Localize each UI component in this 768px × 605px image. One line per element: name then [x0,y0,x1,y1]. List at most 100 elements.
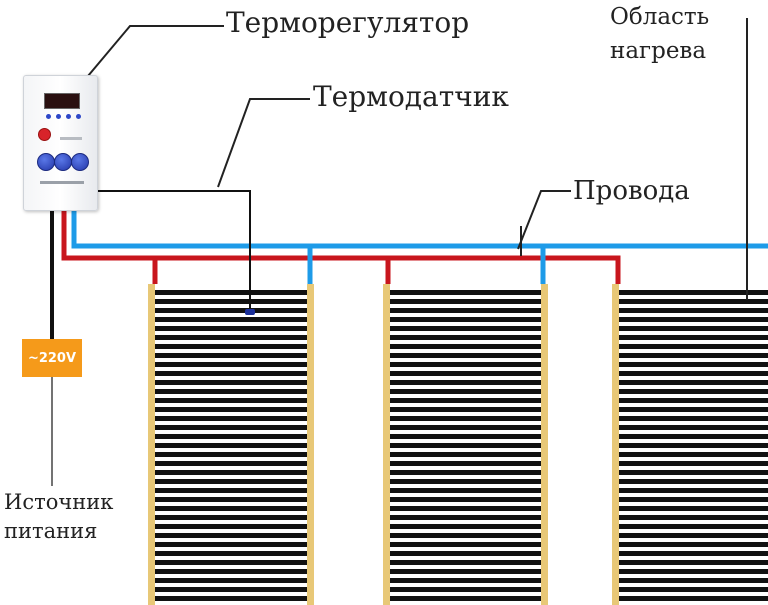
heating-stripe [155,479,307,484]
sensor-label: Термодатчик [313,80,509,113]
heating-stripe [390,416,541,421]
heating-stripe [155,533,307,538]
heating-film-panel-3 [612,284,768,605]
thermostat-logo [60,137,82,140]
heating-stripe [619,308,768,313]
heating-film-stripes [619,290,768,601]
heating-stripe [155,569,307,574]
heating-stripe [155,389,307,394]
heating-stripe [619,335,768,340]
heating-stripe [155,515,307,520]
film-edge-right [307,284,314,605]
heating-stripe [155,578,307,583]
heating-stripe [155,362,307,367]
heating-stripe [619,371,768,376]
heating-stripe [619,569,768,574]
heating-stripe [619,425,768,430]
indicator-dot [66,114,71,119]
wires-label: Провода [573,176,690,206]
heating-stripe [390,353,541,358]
neutral-wire [71,208,768,249]
heating-stripe [390,461,541,466]
film-edge-left [612,284,619,605]
heating-stripe [390,488,541,493]
heating-film-panel-2 [383,284,548,605]
heating-stripe [390,317,541,322]
indicator-dot [46,114,51,119]
heating-stripe [619,542,768,547]
thermostat-power-button [38,128,51,141]
temperature-sensor [245,309,255,315]
thermostat-device [23,75,98,211]
heating-stripe [155,326,307,331]
heating-stripe [390,506,541,511]
wires-leader-line [517,190,571,250]
thermostat-leader-line [87,25,224,77]
heating-stripe [619,344,768,349]
thermostat-control-button [71,153,89,171]
heating-stripe [155,596,307,601]
heating-stripe [390,560,541,565]
heating-stripe [155,344,307,349]
heating-stripe [390,578,541,583]
heating-film-panel-1 [148,284,314,605]
heating-stripe [619,398,768,403]
heating-stripe [390,335,541,340]
heating-stripe [155,551,307,556]
film-edge-left [383,284,390,605]
heating-stripe [619,524,768,529]
power-source-label-line2: питания [4,519,98,543]
voltage-badge: ~220V [22,339,82,377]
heating-stripe [390,551,541,556]
heating-stripe [155,443,307,448]
heating-stripe [390,371,541,376]
heating-area-label-line1: Область [610,4,710,30]
heating-stripe [390,308,541,313]
thermostat-control-button [37,153,55,171]
heating-stripe [619,353,768,358]
heating-stripe [155,380,307,385]
heating-stripe [390,344,541,349]
heating-stripe [619,479,768,484]
indicator-dot [56,114,61,119]
heating-stripe [619,443,768,448]
heating-stripe [155,290,307,295]
sensor-leader-line [217,98,310,188]
heating-stripe [619,299,768,304]
heating-stripe [155,461,307,466]
heating-area-label-line2: нагрева [610,38,707,64]
heating-stripe [155,308,307,313]
power-source-label-line1: Источник [4,490,114,514]
heating-stripe [619,290,768,295]
heating-stripe [619,317,768,322]
heating-stripe [390,326,541,331]
heating-area-label: Область нагрева [610,0,709,68]
heating-stripe [390,452,541,457]
heating-stripe [619,596,768,601]
heating-stripe [390,425,541,430]
heating-stripe [390,389,541,394]
heating-stripe [390,407,541,412]
heating-stripe [155,335,307,340]
heating-stripe [155,542,307,547]
heating-stripe [619,326,768,331]
heating-stripe [155,416,307,421]
heating-stripe [619,470,768,475]
heating-stripe [390,587,541,592]
heating-stripe [390,497,541,502]
heating-film-stripes [155,290,307,601]
heating-stripe [390,542,541,547]
film-edge-right [541,284,548,605]
thermostat-brand-text [40,181,84,184]
heating-stripe [619,488,768,493]
heating-stripe [155,371,307,376]
heating-stripe [619,506,768,511]
heating-stripe [390,290,541,295]
heating-stripe [390,434,541,439]
heating-stripe [390,479,541,484]
phase-wire [61,208,621,284]
thermostat-control-button [54,153,72,171]
heating-stripe [619,434,768,439]
